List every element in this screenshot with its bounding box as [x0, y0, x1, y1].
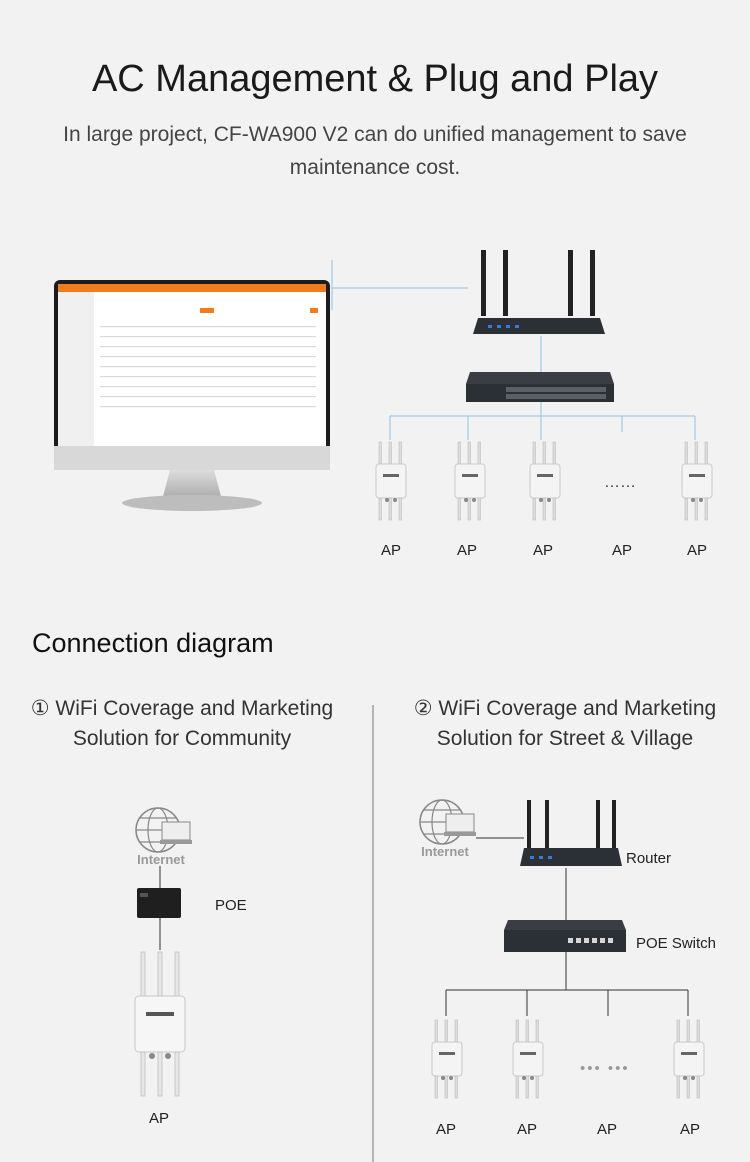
poe-label: POE	[215, 897, 247, 914]
ellipsis: ……	[604, 474, 636, 491]
poe-switch-icon	[504, 920, 626, 952]
ap-label: AP	[380, 542, 401, 559]
access-point-large-icon	[134, 951, 186, 1097]
ap-label: AP	[456, 542, 477, 559]
monitor-icon	[54, 280, 330, 511]
community-title: ① WiFi Coverage and Marketing Solution f…	[12, 694, 352, 754]
poe-switch-label: POE Switch	[636, 935, 717, 952]
internet-label: Internet	[137, 852, 185, 867]
ap-label: AP	[435, 1121, 456, 1138]
access-point-icon	[431, 1019, 463, 1099]
internet-globe-icon	[419, 799, 476, 845]
access-point-icon	[673, 1019, 705, 1099]
access-point-icon	[512, 1019, 544, 1099]
router-icon	[473, 250, 605, 334]
access-point-icon	[454, 441, 486, 521]
poe-injector-icon	[137, 888, 181, 918]
page-subtitle: In large project, CF-WA900 V2 can do uni…	[63, 123, 687, 179]
page-title: AC Management & Plug and Play	[91, 58, 659, 100]
ap-label: AP	[596, 1121, 617, 1138]
ap-label: AP	[532, 542, 553, 559]
street-title-line1: ② WiFi Coverage and Marketing	[413, 697, 717, 720]
router-label: Router	[626, 850, 672, 867]
street-title: ② WiFi Coverage and Marketing Solution f…	[390, 694, 740, 754]
internet-globe-icon	[135, 807, 192, 853]
section-title: Connection diagram	[32, 628, 274, 658]
access-point-icon	[681, 441, 713, 521]
ap-label: AP	[686, 542, 707, 559]
access-point-icon	[529, 441, 561, 521]
internet-label: Internet	[421, 844, 469, 859]
community-title-line1: ① WiFi Coverage and Marketing	[30, 697, 334, 720]
ellipsis: ••• •••	[580, 1060, 630, 1077]
community-title-line2: Solution for Community	[72, 727, 292, 750]
ap-label: AP	[516, 1121, 537, 1138]
ap-label: AP	[611, 542, 632, 559]
switch-icon	[466, 372, 614, 402]
ap-label: AP	[148, 1110, 169, 1127]
access-point-icon	[375, 441, 407, 521]
router-icon	[520, 800, 622, 866]
street-title-line2: Solution for Street & Village	[436, 727, 694, 750]
ap-label: AP	[679, 1121, 700, 1138]
